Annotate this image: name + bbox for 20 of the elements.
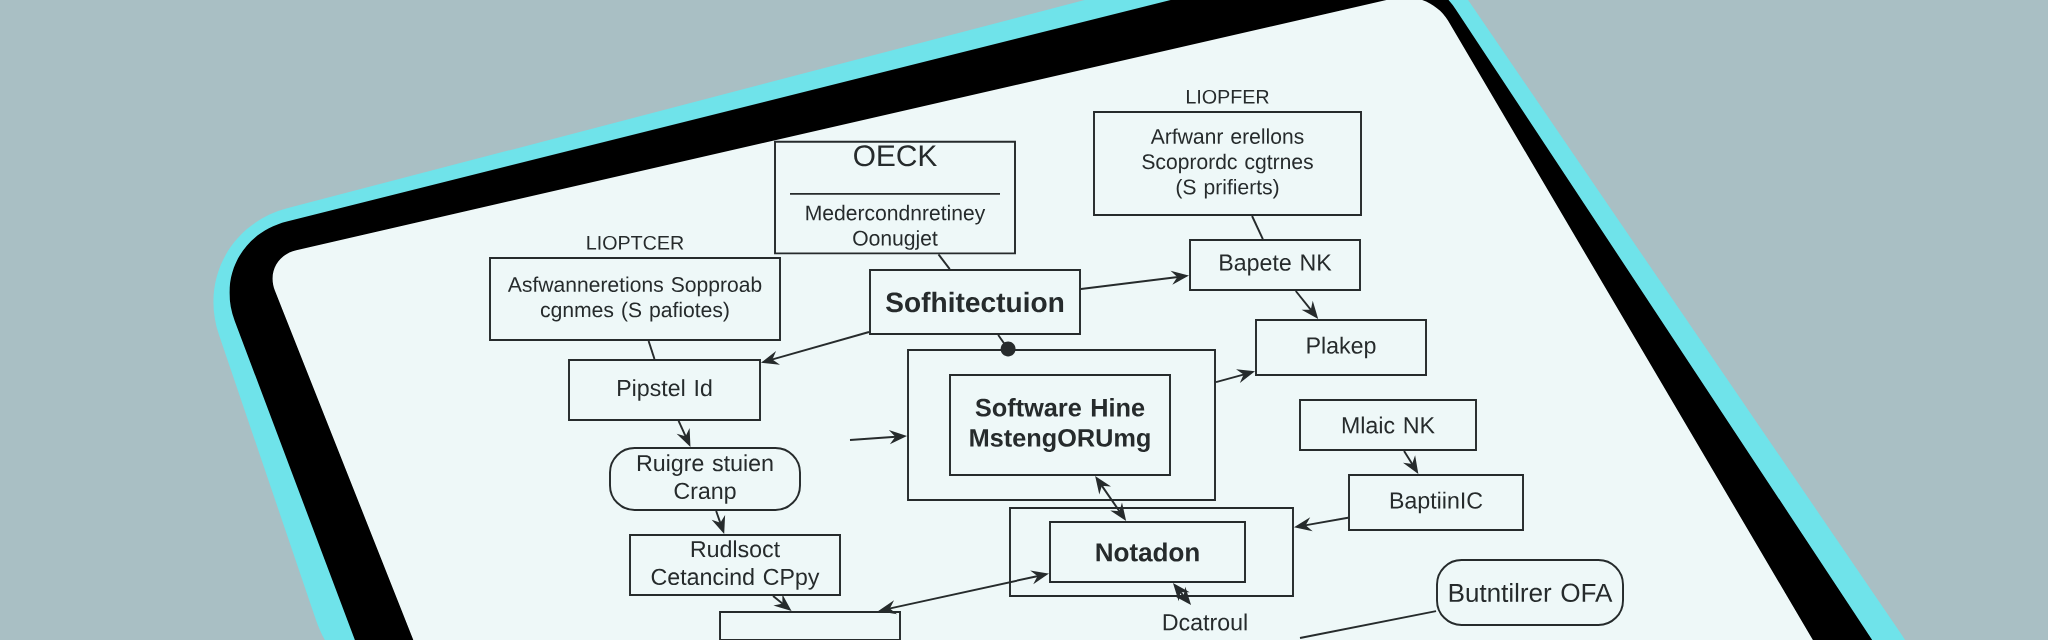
- process-box: Notadon: [1049, 521, 1246, 583]
- process-box: Mlaic NK: [1299, 399, 1477, 451]
- process-box: Plakep: [1255, 319, 1427, 376]
- titled-box: OECK Medercondnretiney Oonugjet: [774, 140, 1016, 255]
- process-box: Software Hine MstengORUmg: [949, 374, 1171, 476]
- process-box: BaptiinIC: [1348, 474, 1524, 531]
- process-box: Pipstel Id: [568, 359, 761, 421]
- rounded-box: Butntilrer OFA: [1436, 559, 1624, 626]
- node-label: LIOPFER: [1187, 89, 1269, 104]
- frame-box: [1009, 507, 1294, 597]
- frame-box: [719, 611, 901, 640]
- process-box: Sofhitectuion: [869, 269, 1081, 335]
- arrow: [997, 334, 1016, 357]
- process-box: Rudlsoct Cetancind CPpy: [629, 534, 841, 596]
- frame-box: [907, 349, 1216, 501]
- process-box: LIOPFER Arfwanr erellons Scoprordc cgtrnes (S prifierts): [1093, 89, 1362, 216]
- text-label: Dcatroul: [1163, 613, 1247, 631]
- rounded-box: Ruigre stuien Cranp: [609, 447, 801, 511]
- node-label: LIOPTCER: [587, 235, 684, 250]
- process-box: Bapete NK: [1189, 239, 1361, 291]
